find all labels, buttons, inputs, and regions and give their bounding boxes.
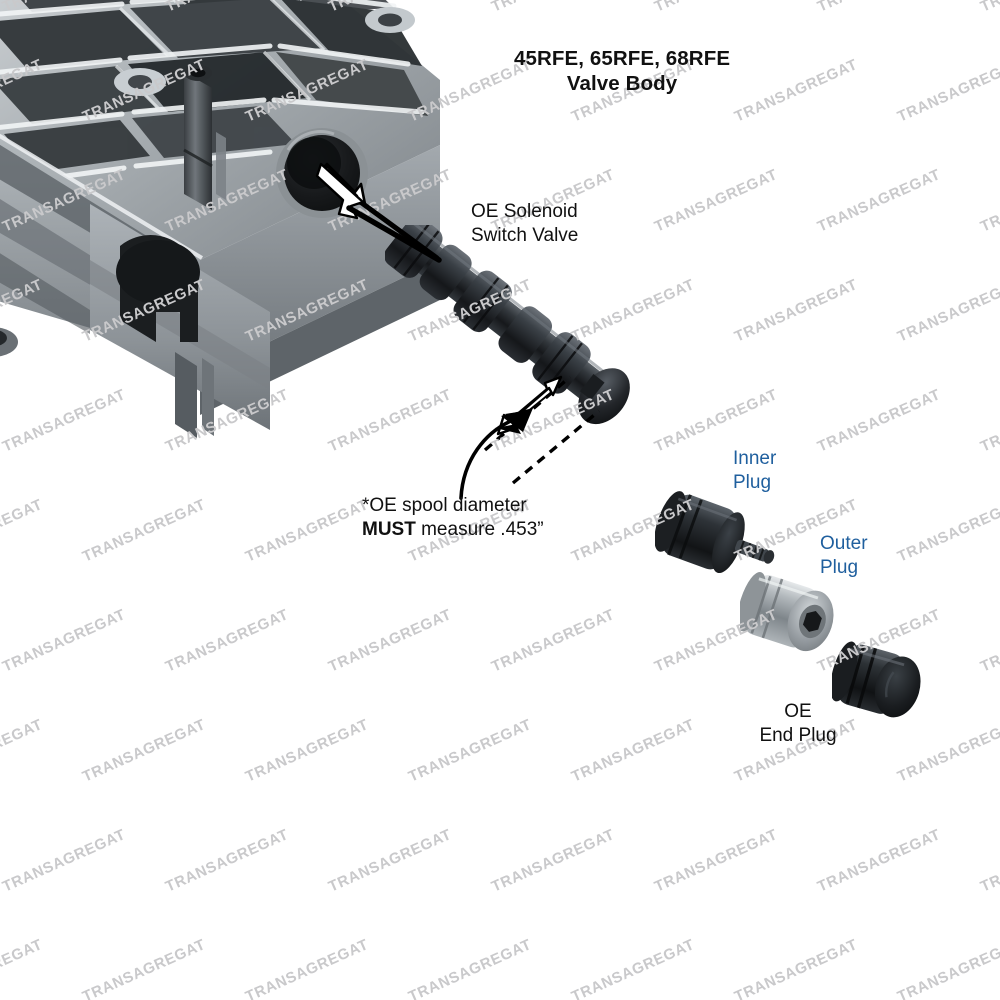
watermark-text: TRANSAGREGAT: [489, 825, 618, 896]
end-plug-face: [874, 656, 921, 718]
inner-plug-part: [654, 485, 785, 605]
ssv-line-2: Switch Valve: [471, 224, 579, 246]
spool-spec-leader-arrow: [345, 398, 550, 508]
outer-plug-line-1: Outer: [820, 533, 868, 554]
end-plug-line-2: End Plug: [759, 724, 837, 746]
figure-title: 45RFE, 65RFE, 68RFE Valve Body: [514, 46, 730, 97]
watermark-text: TRANSAGREGAT: [406, 935, 535, 1000]
watermark-text: TRANSAGREGAT: [732, 935, 861, 1000]
watermark-text: TRANSAGREGAT: [895, 275, 1000, 346]
watermark-text: TRANSAGREGAT: [569, 935, 698, 1000]
watermark-text: TRANSAGREGAT: [815, 825, 944, 896]
watermark-text: TRANSAGREGAT: [895, 55, 1000, 126]
bore-pointer-arrow: [305, 150, 445, 275]
valve-body-front-block: [90, 204, 270, 438]
label-spool-diameter-spec: *OE spool diameter MUST measure .453”: [362, 494, 544, 541]
watermark-text: TRANSAGREGAT: [0, 605, 129, 676]
spool-land: [532, 332, 591, 394]
watermark-text: TRANSAGREGAT: [978, 825, 1000, 896]
watermark-text: TRANSAGREGAT: [978, 0, 1000, 16]
title-line-1: 45RFE, 65RFE, 68RFE: [514, 47, 731, 70]
watermark-text: TRANSAGREGAT: [0, 495, 46, 566]
watermark-text: TRANSAGREGAT: [652, 0, 780, 16]
spec-line-2: MUST measure .453”: [362, 518, 544, 542]
label-oe-solenoid-switch-valve: OE Solenoid Switch Valve: [471, 200, 578, 247]
end-plug-line-1: OE: [784, 701, 812, 722]
watermark-text: TRANSAGREGAT: [895, 495, 1000, 566]
outer-plug-part: [737, 565, 870, 680]
watermark-text: TRANSAGREGAT: [80, 715, 209, 786]
watermark-text: TRANSAGREGAT: [163, 605, 292, 676]
title-line-2: Valve Body: [566, 72, 678, 96]
watermark-text: TRANSAGREGAT: [978, 385, 1000, 456]
lower-left-boss: [0, 327, 18, 357]
watermark-text: TRANSAGREGAT: [652, 825, 781, 896]
watermark-text: TRANSAGREGAT: [815, 385, 944, 456]
watermark-text: TRANSAGREGAT: [732, 55, 861, 126]
oe-end-plug-part: [830, 632, 952, 742]
valve-body-top-deck: [0, 0, 440, 260]
watermark-text: TRANSAGREGAT: [163, 825, 292, 896]
watermark-text: TRANSAGREGAT: [80, 495, 209, 566]
watermark-text: TRANSAGREGAT: [80, 935, 209, 1000]
inner-plug-line-1: Inner: [733, 448, 777, 469]
bolt-boss: [114, 7, 415, 96]
spec-must-word: MUST: [362, 518, 416, 540]
label-oe-end-plug: OE End Plug: [743, 700, 853, 747]
watermark-text: TRANSAGREGAT: [326, 825, 455, 896]
watermark-text: TRANSAGREGAT: [406, 715, 535, 786]
watermark-text: TRANSAGREGAT: [569, 715, 698, 786]
watermark-text: TRANSAGREGAT: [815, 165, 944, 236]
watermark-text: TRANSAGREGAT: [732, 275, 861, 346]
watermark-text: TRANSAGREGAT: [243, 715, 372, 786]
watermark-text: TRANSAGREGAT: [0, 935, 46, 1000]
label-inner-plug: Inner Plug: [733, 447, 776, 494]
watermark-text: TRANSAGREGAT: [978, 165, 1000, 236]
dowel-pin: [175, 352, 197, 438]
watermark-text: TRANSAGREGAT: [895, 935, 1000, 1000]
dowel-sleeve: [183, 65, 226, 210]
spec-measure-text: measure .453”: [415, 518, 544, 540]
outer-plug-line-2: Plug: [820, 556, 859, 578]
watermark-text: TRANSAGREGAT: [815, 0, 943, 16]
valve-body-photo: [0, 0, 440, 480]
watermark-text: TRANSAGREGAT: [489, 605, 618, 676]
label-outer-plug: Outer Plug: [820, 532, 868, 579]
watermark-text: TRANSAGREGAT: [0, 715, 46, 786]
spec-line-1: *OE spool diameter: [362, 495, 527, 516]
ssv-line-1: OE Solenoid: [471, 201, 578, 222]
watermark-text: TRANSAGREGAT: [978, 605, 1000, 676]
watermark-text: TRANSAGREGAT: [326, 605, 455, 676]
watermark-text: TRANSAGREGAT: [243, 935, 372, 1000]
inner-plug-line-2: Plug: [733, 471, 772, 493]
hex-socket: [802, 610, 822, 632]
watermark-text: TRANSAGREGAT: [489, 0, 617, 16]
watermark-text: TRANSAGREGAT: [0, 825, 129, 896]
